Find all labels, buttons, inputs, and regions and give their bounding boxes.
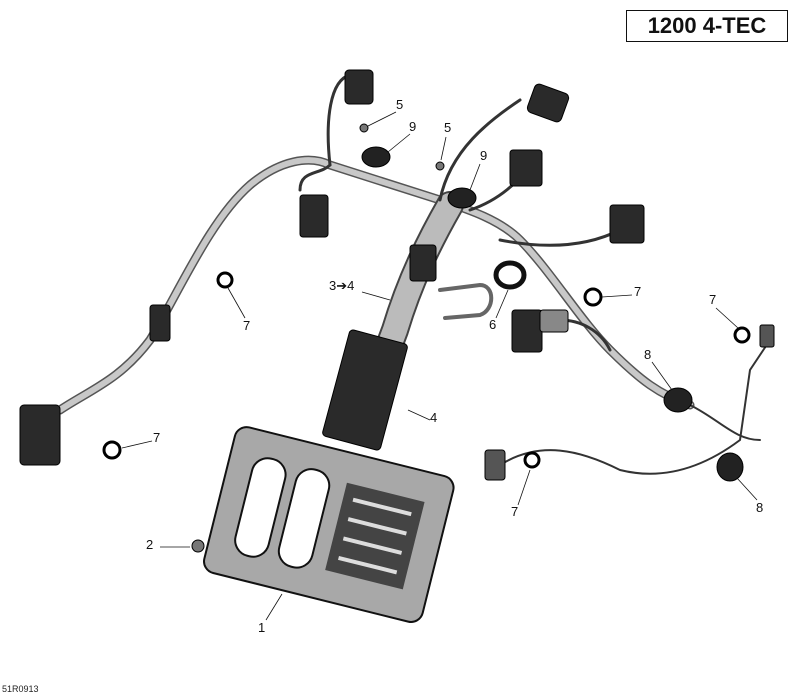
cable-tie-7 bbox=[583, 287, 603, 307]
connector bbox=[526, 83, 570, 123]
connector bbox=[609, 204, 645, 244]
clamp-6 bbox=[493, 260, 527, 290]
callout-8: 8 bbox=[756, 500, 764, 515]
screw-5 bbox=[359, 123, 369, 133]
connector bbox=[509, 149, 543, 187]
clamp-9 bbox=[361, 146, 391, 168]
drawing-code: 51R0913 bbox=[2, 684, 39, 694]
screw-2 bbox=[191, 539, 205, 553]
connector bbox=[344, 69, 374, 105]
connector bbox=[484, 449, 506, 481]
connector bbox=[511, 309, 543, 353]
screw-5 bbox=[435, 161, 445, 171]
model-title: 1200 4-TEC bbox=[626, 10, 788, 42]
cable-tie-7 bbox=[733, 326, 751, 344]
cable-tie-7 bbox=[523, 451, 541, 469]
cable-tie-7 bbox=[216, 271, 234, 289]
clamp-8 bbox=[663, 387, 693, 413]
callout-7: 7 bbox=[153, 430, 161, 445]
connector bbox=[759, 324, 775, 348]
callout-5: 5 bbox=[444, 120, 452, 135]
callout-6: 6 bbox=[489, 317, 497, 332]
callout-3-4: 3➔4 bbox=[329, 278, 355, 293]
cable-tie-7 bbox=[102, 440, 122, 460]
ecu-part-1 bbox=[203, 426, 455, 623]
connector bbox=[299, 194, 329, 238]
connector bbox=[409, 244, 437, 282]
callout-1: 1 bbox=[258, 620, 266, 635]
clamp-8 bbox=[716, 452, 744, 482]
connector bbox=[19, 404, 61, 466]
callout-7: 7 bbox=[634, 284, 642, 299]
connector bbox=[149, 304, 171, 342]
callout-5: 5 bbox=[396, 97, 404, 112]
clamp-9 bbox=[447, 187, 477, 209]
callout-9: 9 bbox=[409, 119, 417, 134]
connector bbox=[539, 309, 569, 333]
callout-8: 8 bbox=[644, 347, 652, 362]
callout-7: 7 bbox=[709, 292, 717, 307]
module-part-4 bbox=[322, 329, 408, 451]
callout-7: 7 bbox=[511, 504, 519, 519]
callout-2: 2 bbox=[146, 537, 154, 552]
callout-4: 4 bbox=[430, 410, 438, 425]
callout-9: 9 bbox=[480, 148, 488, 163]
callout-7: 7 bbox=[243, 318, 251, 333]
